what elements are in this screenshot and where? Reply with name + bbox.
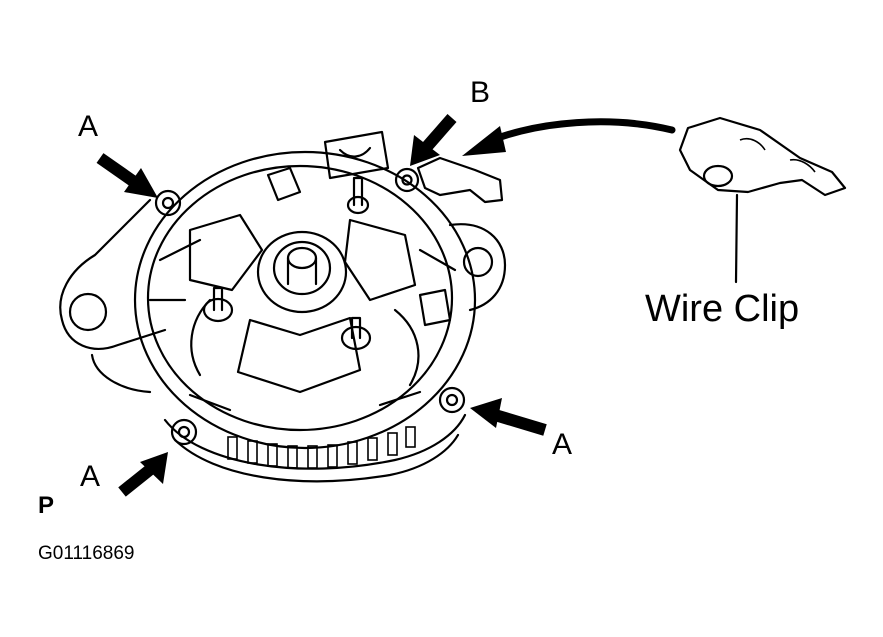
callout-label-a-right: A: [552, 428, 573, 461]
callout-label-b: B: [470, 76, 491, 109]
wire-clip-label: Wire Clip: [645, 288, 800, 330]
alternator-rear-housing: [59, 150, 507, 483]
wire-clip-detail: [678, 116, 847, 197]
nut-top-left: [154, 189, 182, 217]
curved-arrow: [462, 118, 676, 156]
wire-clip-installed: [416, 156, 504, 204]
arrow-a-top-left: [96, 153, 158, 198]
nut-top-right: [394, 167, 420, 193]
internal-components: [148, 130, 457, 412]
arrow-a-bottom-left: [118, 452, 168, 497]
nut-bottom-right: [438, 386, 466, 414]
callout-label-a-top-left: A: [78, 110, 99, 143]
arrow-b: [410, 114, 457, 166]
corner-mark: P: [38, 492, 55, 519]
arrow-a-right: [470, 398, 547, 436]
nut-bottom-left: [170, 418, 198, 446]
callout-label-a-bottom-left: A: [80, 460, 101, 493]
wire-clip-leader-line: [734, 193, 739, 284]
figure-id: G01116869: [38, 543, 135, 564]
cooling-slots: [227, 426, 416, 469]
